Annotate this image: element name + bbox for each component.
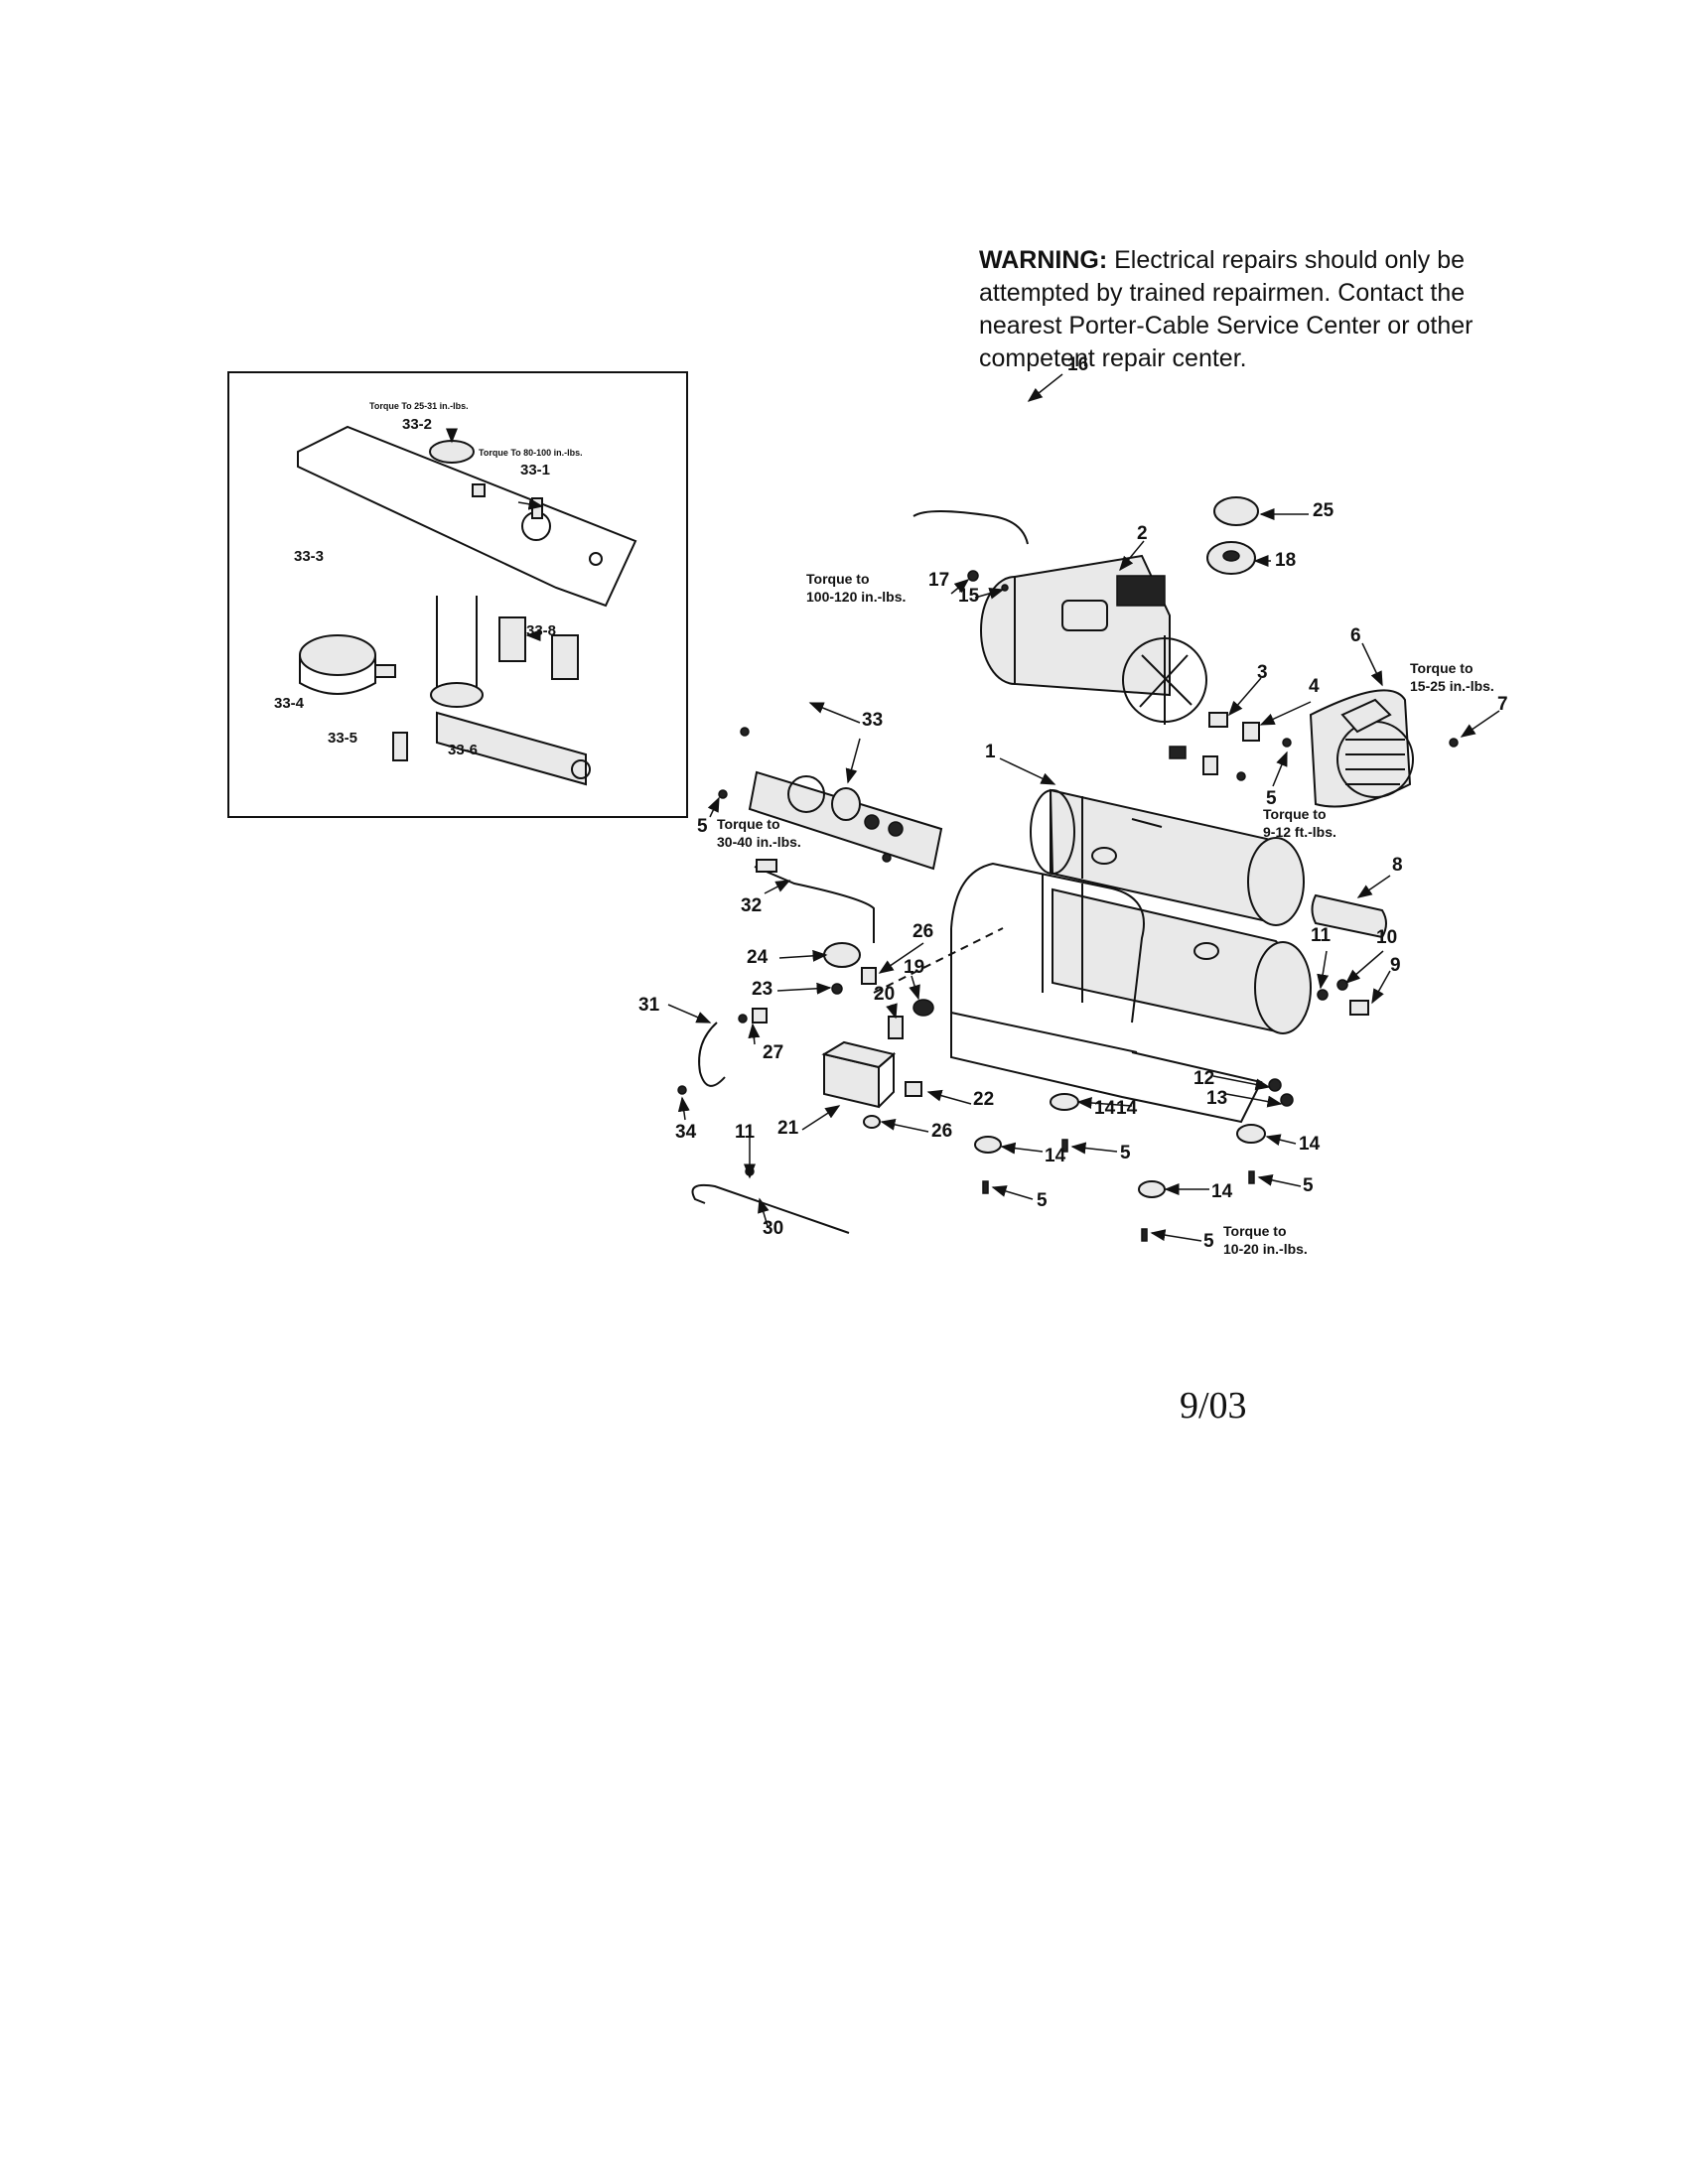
callout-label: 30 [763, 1218, 783, 1239]
callout-label: 16 [1067, 354, 1088, 375]
callout-label: 11 [1311, 925, 1332, 946]
inset-torque-note: Torque To 25-31 in.-lbs. [369, 401, 469, 411]
torque-notes: Torque to 100-120 in.-lbs. Torque to 15-… [717, 571, 1494, 1257]
callout-label: 10 [1376, 927, 1397, 948]
warning-heading: WARNING: [979, 246, 1108, 274]
torque-note: 100-120 in.-lbs. [806, 589, 906, 605]
pressure-switch-icon [821, 1040, 897, 1109]
air-tank-upper-icon [1030, 788, 1305, 926]
callout-label: 5 [1203, 1231, 1214, 1252]
callout-label: 7 [1497, 694, 1508, 715]
torque-note: 30-40 in.-lbs. [717, 834, 801, 850]
callout-label: 33 [862, 710, 883, 731]
control-panel-icon [718, 727, 943, 871]
inset-label: 33-6 [448, 742, 478, 758]
torque-note: 9-12 ft.-lbs. [1263, 824, 1336, 840]
callout-label: 34 [675, 1122, 697, 1143]
date-code: 9/03 [1180, 1385, 1247, 1427]
inset-label: 33-3 [294, 548, 324, 565]
callout-label: 24 [747, 947, 769, 968]
air-tank-lower-icon [1052, 887, 1312, 1034]
inset-torque-note: Torque To 80-100 in.-lbs. [479, 448, 583, 458]
callout-label: 21 [777, 1118, 799, 1139]
warning-text: Electrical repairs should only be attemp… [979, 246, 1474, 372]
callout-label: 6 [1350, 625, 1361, 646]
callout-label: 14 [1299, 1134, 1321, 1155]
callout-label: 26 [931, 1121, 952, 1142]
callout-label: 25 [1313, 500, 1334, 521]
callout-label: 9 [1390, 955, 1401, 976]
callout-label: 5 [1037, 1190, 1048, 1211]
inset-label: 33-1 [520, 462, 550, 478]
callout-label: 18 [1275, 550, 1296, 571]
inset-gauge-icon [299, 634, 396, 695]
torque-note: Torque to [1410, 660, 1474, 676]
callout-label: 23 [752, 979, 772, 1000]
callout-label: 14 [1094, 1098, 1116, 1119]
callout-label: 5 [697, 816, 708, 837]
torque-note: 15-25 in.-lbs. [1410, 678, 1494, 694]
callout-label: 1 [985, 742, 996, 762]
torque-note: Torque to [717, 816, 780, 832]
torque-note: Torque to [806, 571, 870, 587]
compressor-motor-pump-icon [980, 554, 1207, 725]
torque-note: Torque to [1263, 806, 1327, 822]
callout-label: 31 [638, 995, 660, 1016]
inset-label: 33-8 [526, 622, 556, 639]
inset-label: 33-2 [402, 416, 432, 433]
callout-label: 5 [1266, 788, 1277, 809]
torque-note: Torque to [1223, 1223, 1287, 1239]
roll-cage-frame-icon [873, 790, 1263, 1124]
inset-panel-detail [227, 371, 688, 818]
callout-label: 15 [958, 586, 980, 607]
callout-label: 11 [735, 1122, 756, 1143]
callout-label: 32 [741, 895, 762, 916]
inset-manifold-icon [436, 711, 587, 786]
torque-note: 10-20 in.-lbs. [1223, 1241, 1308, 1257]
callout-label: 14 [1045, 1146, 1066, 1166]
callout-label: 14 [1116, 1098, 1138, 1119]
callout-label: 27 [763, 1042, 783, 1063]
callout-label: 5 [1303, 1175, 1314, 1196]
callout-label: 26 [912, 921, 933, 942]
callout-label: 13 [1206, 1088, 1227, 1109]
callout-label: 3 [1257, 662, 1268, 683]
callout-label: 20 [874, 984, 895, 1005]
leader-lines [446, 373, 1500, 1242]
inset-labels: Torque To 25-31 in.-lbs. Torque To 80-10… [274, 401, 583, 758]
inset-label: 33-4 [274, 695, 305, 712]
callout-label: 2 [1137, 523, 1148, 544]
callout-label: 22 [973, 1089, 994, 1110]
collar-icon [429, 440, 475, 464]
callout-label: 5 [1120, 1143, 1131, 1163]
callout-label: 19 [904, 957, 924, 978]
warning-notice: WARNING: Electrical repairs should only … [979, 244, 1535, 375]
main-assembly [677, 496, 1459, 1242]
callout-label: 14 [1211, 1181, 1233, 1202]
inset-label: 33-5 [328, 730, 357, 747]
callout-label: 17 [928, 570, 949, 591]
shroud-icon [1309, 689, 1414, 808]
callout-label: 12 [1193, 1068, 1214, 1089]
callout-label: 4 [1309, 676, 1320, 697]
callout-labels: 16 25 2 18 17 15 6 3 4 7 33 1 5 5 8 32 2… [638, 354, 1508, 1252]
rubber-foot-icon [974, 1093, 1266, 1198]
callout-label: 8 [1392, 855, 1403, 876]
